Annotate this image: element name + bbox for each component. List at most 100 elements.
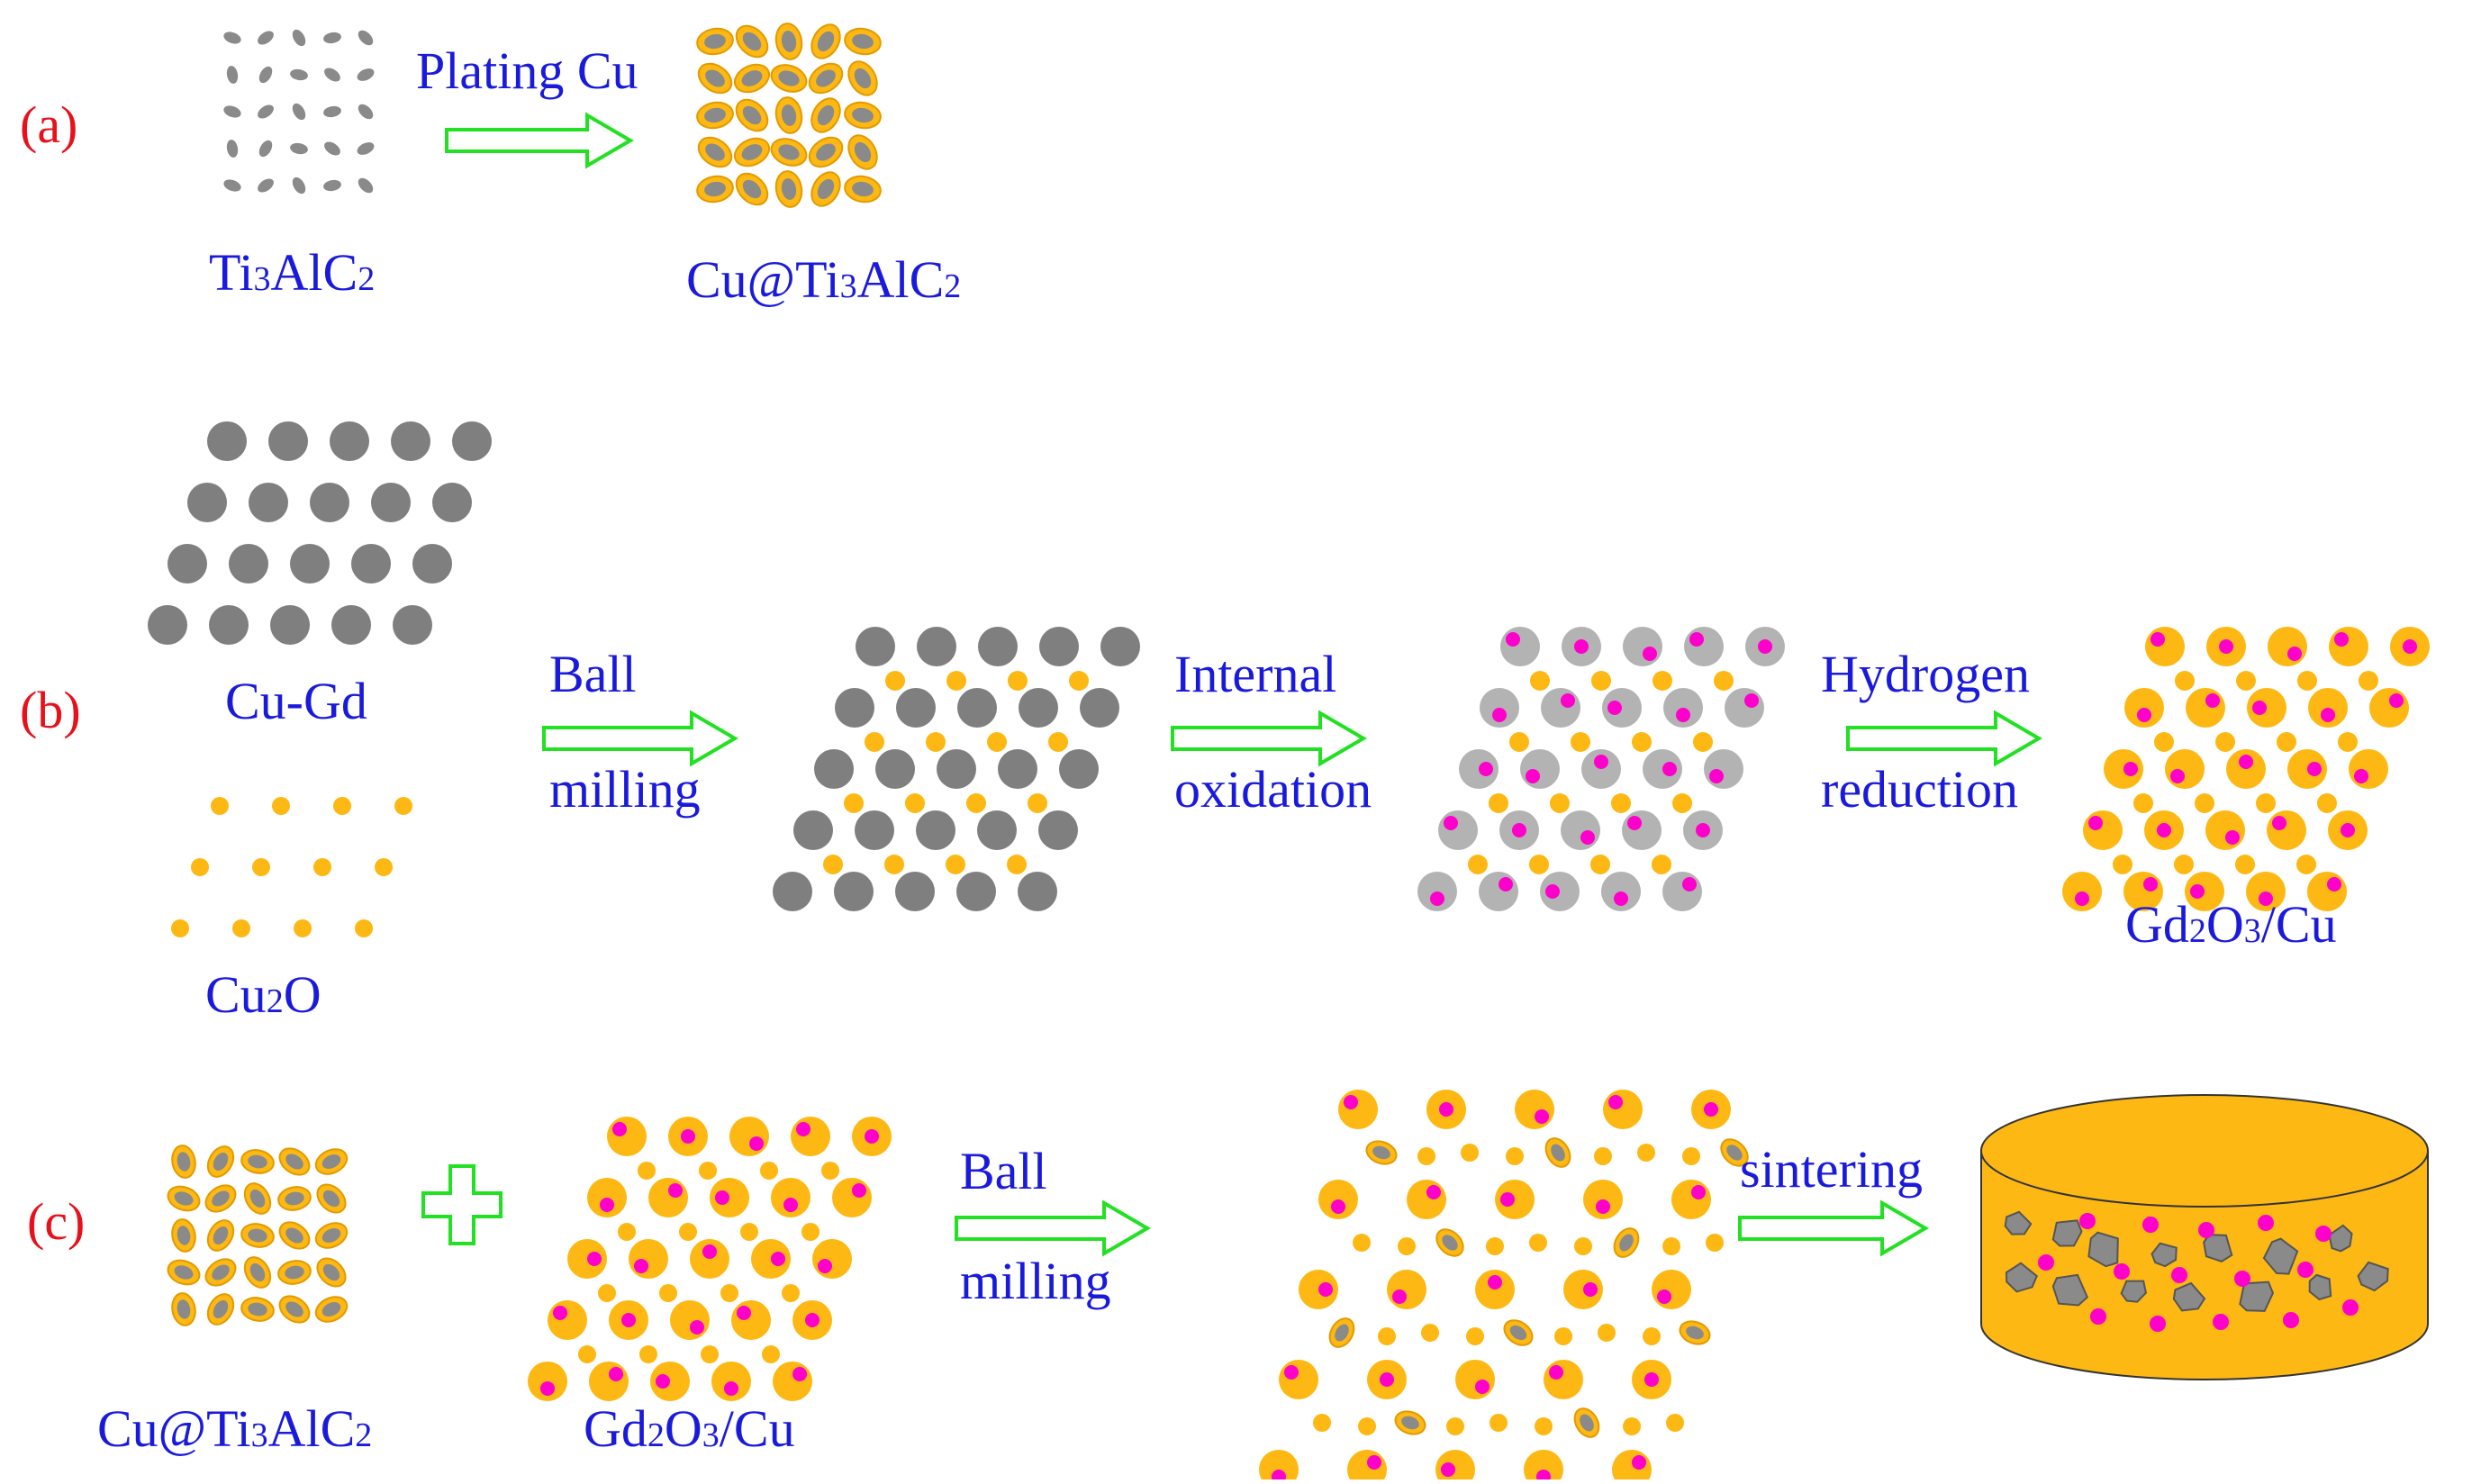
- gd2o3-particle: [865, 1129, 879, 1144]
- gd2o3-cu-particles: [2062, 627, 2430, 911]
- cu-ti3alc2-particles-c: [167, 1145, 349, 1326]
- process-arrow: [1171, 710, 1367, 767]
- ti3alc2-particle: [323, 32, 341, 44]
- cu-gd-particle: [835, 688, 874, 728]
- cu-gd-particle: [331, 605, 371, 645]
- cu-particle: [1662, 1237, 1680, 1255]
- gd2o3-particle: [1318, 1282, 1333, 1297]
- cu-particle: [2145, 627, 2185, 666]
- cu-gd-particle: [1100, 627, 1140, 666]
- arrow-ball-milling: [542, 710, 738, 767]
- gd2o3-particle: [796, 1122, 810, 1136]
- cu-coated-ti3alc2-particles: [696, 23, 882, 208]
- process-arrow: [1738, 1199, 1929, 1257]
- gd2o3-dispersoid: [2150, 1316, 2166, 1332]
- cu-gd-particle: [895, 872, 935, 911]
- gd2o3-particle: [1426, 1185, 1441, 1199]
- ti3alc2-particle: [258, 66, 273, 84]
- cu-gd-particle: [1019, 688, 1058, 728]
- gd2o3-particle: [621, 1313, 636, 1327]
- panel-c-label: (c): [27, 1192, 85, 1251]
- cu-particle: [1529, 1234, 1547, 1252]
- gd2o3-particle: [1526, 769, 1540, 783]
- cu-gd-particle: [978, 627, 1018, 666]
- cu-gd-particle: [917, 627, 956, 666]
- gd2o3-particle: [2225, 830, 2240, 845]
- ti3alc2-particle: [292, 29, 306, 47]
- hydrogen-reduction-label-1: Hydrogen: [1821, 645, 2030, 703]
- gd2o3-particle: [2151, 632, 2165, 647]
- cu-gd-particle: [432, 483, 472, 522]
- cu-particle: [1509, 732, 1529, 752]
- cu-particle: [1417, 1147, 1435, 1165]
- cu-particle: [1637, 1144, 1655, 1162]
- cu-gd-particle: [773, 872, 812, 911]
- gd2o3-dispersoid: [2090, 1308, 2106, 1325]
- cu-ti3alc2-label-c: Cu@Ti3AlC2: [97, 1399, 372, 1458]
- cu-particle: [1358, 1417, 1376, 1435]
- ti3alc2-core: [248, 1154, 267, 1169]
- cu-particle: [1535, 1417, 1553, 1435]
- oxidized-particle: [1684, 627, 1724, 666]
- gd2o3-cu-particles-c: [528, 1117, 892, 1401]
- gd2o3-particle: [2327, 877, 2341, 891]
- gd2o3-particle: [1441, 1462, 1455, 1477]
- cu-particle: [2296, 855, 2316, 874]
- cu-particle: [1591, 671, 1611, 691]
- cu-particle: [2174, 855, 2194, 874]
- ti3alc2-core: [741, 144, 763, 160]
- gd2o3-particle: [600, 1198, 614, 1212]
- ti3alc2-particle: [290, 68, 308, 81]
- gd2o3-particle: [1744, 693, 1759, 708]
- ti3alc2-core: [852, 107, 874, 123]
- oxidized-particle: [1662, 872, 1702, 911]
- ti3alc2-core: [322, 1263, 340, 1281]
- gd2o3-particle: [2157, 823, 2171, 837]
- gd2o3-particle: [1344, 1095, 1358, 1109]
- oxidized-particle: [1622, 810, 1662, 850]
- ti3alc2-core: [212, 1190, 230, 1207]
- cu-particle: [1652, 855, 1671, 874]
- gd2o3-particle: [553, 1306, 567, 1320]
- cu-particle: [1353, 1234, 1371, 1252]
- gd2o3-particle: [2190, 884, 2205, 899]
- cu2o-particle: [1048, 732, 1068, 752]
- cu-gd-particle: [412, 544, 452, 584]
- plating-cu-label: Plating Cu: [416, 41, 638, 100]
- cu-particle: [773, 1362, 812, 1401]
- ti3alc2-core: [704, 107, 726, 123]
- cu-particle: [1682, 1147, 1700, 1165]
- gd2o3-dispersoid: [2297, 1262, 2314, 1278]
- gd2o3-dispersoid: [2079, 1213, 2096, 1229]
- cu2o-particle: [905, 793, 925, 813]
- ti3alc2-core: [321, 1302, 341, 1317]
- arrow-ball-milling-c: [955, 1199, 1151, 1257]
- cu-particle: [1611, 793, 1631, 813]
- cu-particle: [812, 1239, 852, 1279]
- ti3alc2-core: [781, 31, 797, 52]
- process-arrow: [542, 710, 738, 767]
- gd2o3-particle: [609, 1367, 623, 1381]
- cu-particle: [2236, 671, 2256, 691]
- cu-gd-particle: [391, 421, 430, 461]
- gd2o3-particle: [1758, 639, 1772, 654]
- gd2o3-particle: [2123, 762, 2138, 776]
- cu-particle: [720, 1284, 738, 1302]
- arrow-sintering: [1738, 1199, 1929, 1257]
- cu2o-particle: [926, 732, 946, 752]
- cu2o-particle: [1028, 793, 1047, 813]
- ti3alc2-particle: [223, 105, 241, 118]
- oxidized-particle: [1479, 872, 1518, 911]
- cu-particle: [2165, 749, 2205, 789]
- ti3alc2-inclusion: [2308, 1273, 2332, 1301]
- oxidized-particle: [1725, 688, 1764, 728]
- gd2o3-particle: [1549, 1365, 1563, 1380]
- cu-gd-particle: [1038, 810, 1078, 850]
- gd2o3-particle: [656, 1374, 670, 1389]
- cu-gd-particle: [875, 749, 915, 789]
- cu2o-particle: [946, 855, 965, 874]
- ti3alc2-core: [854, 141, 872, 163]
- cu-gd-particle: [229, 544, 268, 584]
- ti3alc2-particle: [258, 140, 273, 158]
